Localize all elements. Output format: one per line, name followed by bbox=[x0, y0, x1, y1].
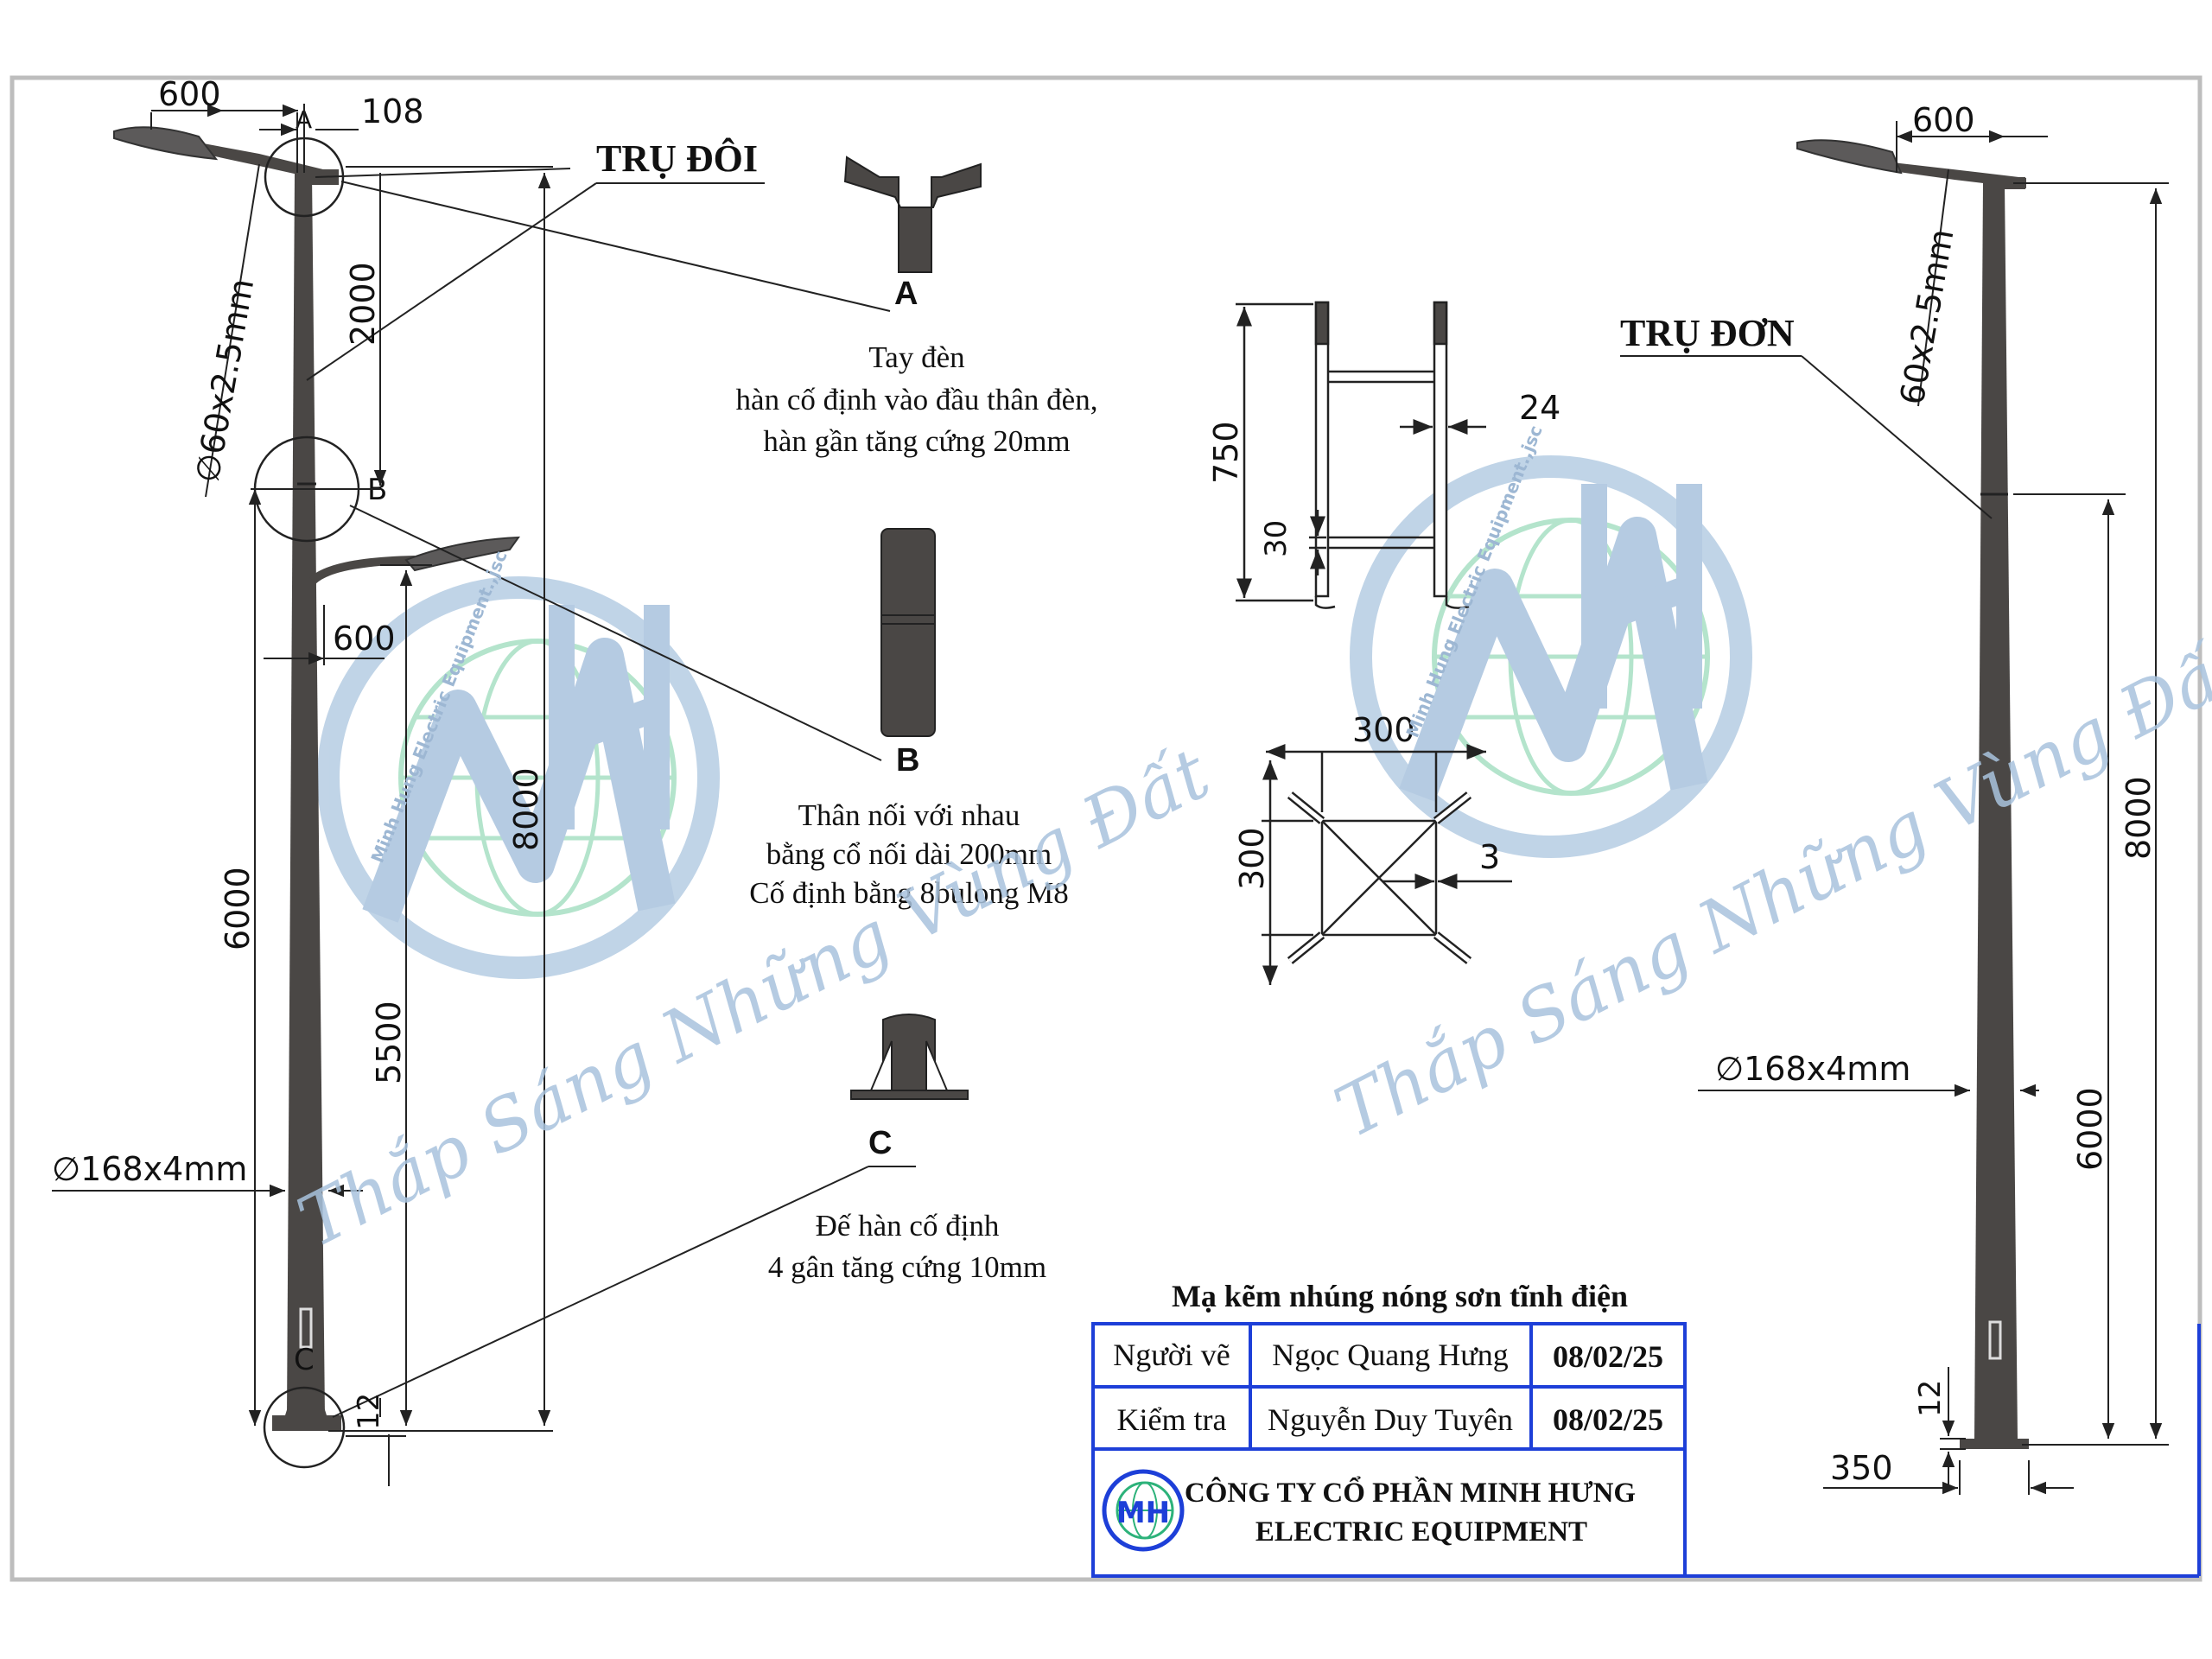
note-a-line2: hàn cố định vào đầu thân đèn, bbox=[736, 383, 1098, 416]
dim-base-3: 3 bbox=[1479, 838, 1500, 876]
company-line2: ELECTRIC EQUIPMENT bbox=[1255, 1516, 1587, 1548]
dim-right-base-diam: ∅168x4mm bbox=[1715, 1050, 1910, 1088]
company-line1: CÔNG TY CỔ PHẦN MINH HƯNG bbox=[1185, 1475, 1636, 1509]
dim-right-350: 350 bbox=[1830, 1449, 1893, 1487]
title-heading: Mạ kẽm nhúng nóng sơn tĩnh điện bbox=[1172, 1279, 1628, 1313]
title-check-label: Kiểm tra bbox=[1117, 1402, 1227, 1437]
dim-left-base-diam: ∅168x4mm bbox=[52, 1150, 247, 1188]
dim-left-6000: 6000 bbox=[219, 867, 257, 950]
note-a-line1: Tay đèn bbox=[868, 340, 964, 374]
note-b-line1: Thân nối với nhau bbox=[798, 798, 1020, 832]
single-pole bbox=[1796, 139, 2029, 1449]
detail-c-label: C bbox=[868, 1125, 892, 1161]
dim-right-6000: 6000 bbox=[2071, 1087, 2109, 1171]
company-logo-text: MH bbox=[1116, 1496, 1170, 1530]
detail-a-label: A bbox=[894, 276, 918, 312]
double-pole: B C A bbox=[113, 104, 521, 1469]
watermark-logo-right bbox=[1350, 455, 1752, 858]
title-drawn-label: Người vẽ bbox=[1113, 1338, 1230, 1372]
label-double-pole: TRỤ ĐÔI bbox=[596, 137, 758, 180]
watermark-logo-left bbox=[317, 576, 720, 979]
dim-base-300-h: 300 bbox=[1233, 827, 1271, 890]
dim-base-300-w: 300 bbox=[1352, 711, 1415, 749]
dim-right-8000: 8000 bbox=[2120, 776, 2158, 860]
svg-text:C: C bbox=[294, 1343, 315, 1377]
dim-left-mid-arm: 600 bbox=[333, 620, 396, 658]
dim-left-5500: 5500 bbox=[370, 1001, 408, 1084]
title-check-date: 08/02/25 bbox=[1553, 1402, 1663, 1437]
single-pole-texts: 600 60x2.5mm 8000 6000 ∅168x4mm 12 350 T… bbox=[1620, 101, 2158, 1487]
dim-left-arm: 600 bbox=[158, 75, 221, 113]
detail-b-drawing bbox=[880, 528, 936, 737]
note-c-line1: Đế hàn cố định bbox=[816, 1209, 1000, 1243]
dim-left-8000: 8000 bbox=[507, 767, 545, 851]
note-b-line3: Cố định bằng 8bulong M8 bbox=[749, 876, 1068, 910]
dim-right-top-diam: 60x2.5mm bbox=[1893, 226, 1961, 408]
dim-left-2000: 2000 bbox=[344, 262, 382, 346]
note-c-line2: 4 gân tăng cứng 10mm bbox=[768, 1250, 1046, 1284]
dim-left-12: 12 bbox=[352, 1393, 386, 1430]
dim-anchor-30: 30 bbox=[1259, 520, 1294, 557]
company-logo: MH bbox=[1102, 1469, 1185, 1552]
dim-left-top-diam: ∅60x2.5mm bbox=[188, 276, 262, 485]
title-drawn-date: 08/02/25 bbox=[1553, 1339, 1663, 1374]
title-drawn-name: Ngọc Quang Hưng bbox=[1272, 1338, 1508, 1372]
title-block bbox=[1091, 1322, 2201, 1578]
title-check-name: Nguyễn Duy Tuyên bbox=[1268, 1402, 1513, 1437]
base-plate-plan bbox=[1262, 744, 1512, 985]
anchor-bolt-cage bbox=[1236, 301, 1486, 609]
note-a-line3: hàn gần tăng cứng 20mm bbox=[763, 424, 1070, 458]
label-single-pole: TRỤ ĐƠN bbox=[1620, 312, 1795, 354]
dim-left-offset: 108 bbox=[361, 92, 424, 130]
double-pole-dimensions bbox=[52, 104, 916, 1486]
detail-circle-c bbox=[263, 1386, 346, 1469]
detail-b-label: B bbox=[896, 742, 919, 779]
sheet-border bbox=[10, 75, 2202, 1582]
single-pole-dimensions bbox=[1620, 121, 2169, 1495]
detail-a-drawing bbox=[843, 156, 982, 273]
note-b-line2: bằng cổ nối dài 200mm bbox=[766, 837, 1052, 871]
dim-right-arm: 600 bbox=[1912, 101, 1975, 139]
dim-anchor-24: 24 bbox=[1519, 389, 1560, 427]
dim-right-12: 12 bbox=[1913, 1380, 1948, 1417]
detail-c-drawing bbox=[850, 1014, 969, 1100]
dim-anchor-750: 750 bbox=[1207, 421, 1245, 484]
